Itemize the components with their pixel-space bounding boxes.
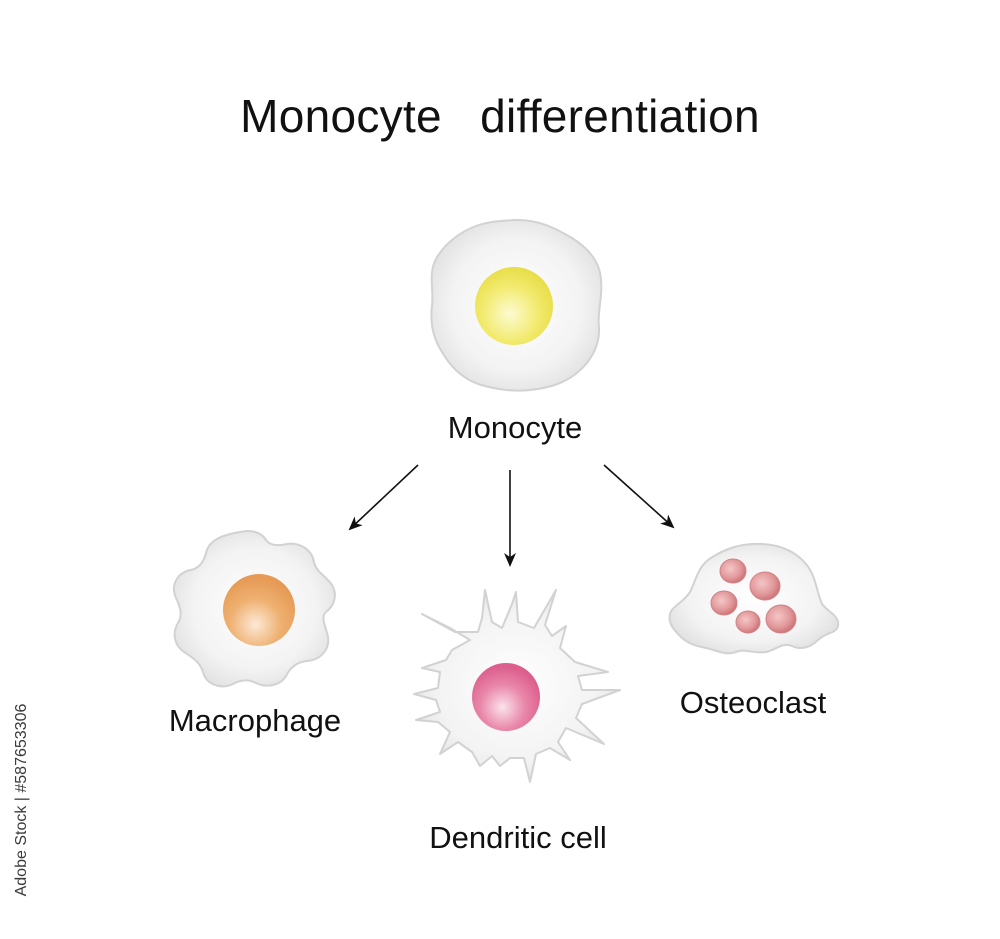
- osteoclast-nucleus-5: [765, 604, 797, 634]
- monocyte-cell: [430, 218, 603, 392]
- osteoclast-nucleus-1: [719, 558, 747, 584]
- stock-watermark-text: Adobe Stock | #587653306: [13, 703, 30, 897]
- dendritic-nucleus: [472, 663, 540, 731]
- arrow-to-macrophage: [348, 464, 419, 531]
- monocyte-nucleus: [475, 267, 553, 345]
- osteoclast-membrane: [668, 542, 840, 655]
- osteoclast-nucleus-3: [710, 590, 738, 616]
- osteoclast-cell: [668, 542, 840, 655]
- dendritic-cell-label: Dendritic cell: [429, 820, 607, 855]
- osteoclast-nucleus-4: [735, 610, 761, 634]
- macrophage-cell: [172, 530, 336, 688]
- stock-watermark: Adobe Stock | #587653306: [2, 700, 42, 900]
- diagram-title: Monocyte differentiation: [240, 90, 760, 142]
- osteoclast-label: Osteoclast: [679, 685, 827, 720]
- monocyte-label: Monocyte: [447, 410, 583, 445]
- macrophage-nucleus: [223, 574, 295, 646]
- osteoclast-nucleus-2: [749, 571, 781, 601]
- dendritic-cell: [413, 589, 621, 783]
- macrophage-label: Macrophage: [168, 703, 342, 738]
- arrow-to-osteoclast: [603, 464, 675, 529]
